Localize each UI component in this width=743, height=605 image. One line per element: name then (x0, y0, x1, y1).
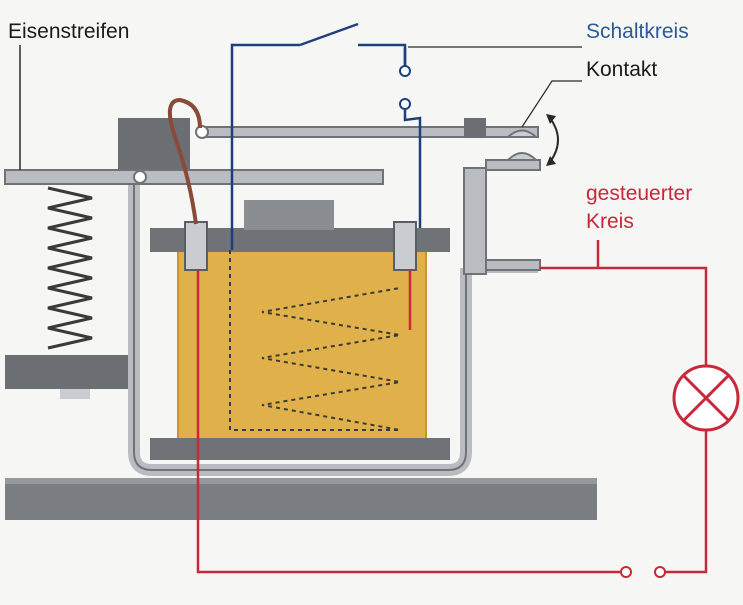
switch-circuit-wire (230, 22, 422, 250)
coil-terminal-left (184, 221, 208, 271)
label-gesteuerter: gesteuerter (586, 182, 693, 205)
flexible-lead (168, 97, 202, 225)
open-contact-right (654, 566, 666, 578)
contact-point-lower (505, 152, 539, 161)
controlled-circuit-wire (196, 240, 708, 574)
spring (47, 186, 93, 350)
pivot (133, 170, 147, 184)
contact-point-upper (505, 129, 539, 138)
coil-terminal-right (393, 221, 417, 271)
switch-terminal-lower (399, 98, 411, 110)
coil-bottom-plate (150, 438, 450, 460)
iron-strip (4, 169, 384, 185)
contact-lever (199, 126, 539, 138)
lamp-icon (672, 364, 740, 432)
coil (178, 248, 426, 440)
left-stand (5, 355, 130, 389)
motion-arrow (549, 117, 559, 163)
label-eisenstreifen: Eisenstreifen (8, 20, 130, 43)
iron-core (244, 200, 334, 230)
label-kontakt: Kontakt (586, 58, 658, 81)
open-contact-left (620, 566, 632, 578)
base-plate (5, 478, 597, 520)
label-schaltkreis: Schaltkreis (586, 20, 689, 43)
leader-kontakt (521, 80, 582, 128)
switch-terminal-upper (399, 65, 411, 77)
label-kreis: Kreis (586, 210, 634, 233)
coil-winding (229, 250, 401, 431)
